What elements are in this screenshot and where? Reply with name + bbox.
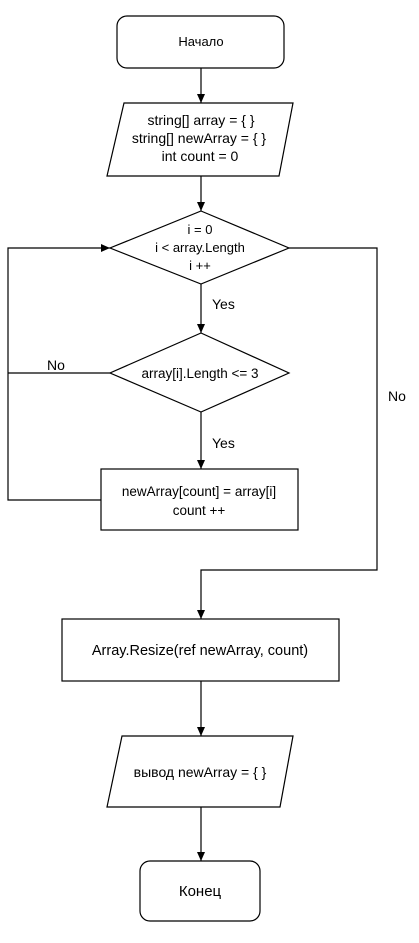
start-label: Начало (178, 34, 223, 49)
start-terminal (116, 15, 285, 69)
output-parallelogram (106, 735, 294, 808)
output-label: вывод newArray = { } (134, 764, 267, 780)
loop-line-2: i < array.Length (155, 240, 245, 255)
loop-decision (108, 210, 291, 285)
init-line-3: int count = 0 (162, 148, 239, 164)
edge-loop-exit (197, 247, 378, 619)
init-line-2: string[] newArray = { } (132, 130, 267, 146)
assign-line-2: count ++ (173, 503, 226, 518)
edge-label-loop-yes: Yes (212, 296, 235, 312)
assign-line-1: newArray[count] = array[i] (122, 484, 276, 499)
loop-line-3: i ++ (189, 258, 211, 273)
edge-label-check-no: No (47, 357, 65, 373)
resize-label: Array.Resize(ref newArray, count) (92, 643, 308, 659)
init-parallelogram (106, 102, 294, 177)
edge-label-check-yes: Yes (212, 435, 235, 451)
check-label: array[i].Length <= 3 (141, 366, 258, 381)
end-label: Конец (179, 883, 222, 900)
edge-assign-loop-back (7, 244, 110, 501)
init-line-1: string[] array = { } (148, 112, 255, 128)
edge-label-loop-no: No (388, 388, 406, 404)
resize-process (61, 618, 340, 682)
assign-process (100, 468, 299, 531)
check-decision (108, 332, 291, 413)
end-terminal (139, 860, 261, 922)
loop-line-1: i = 0 (188, 222, 213, 237)
